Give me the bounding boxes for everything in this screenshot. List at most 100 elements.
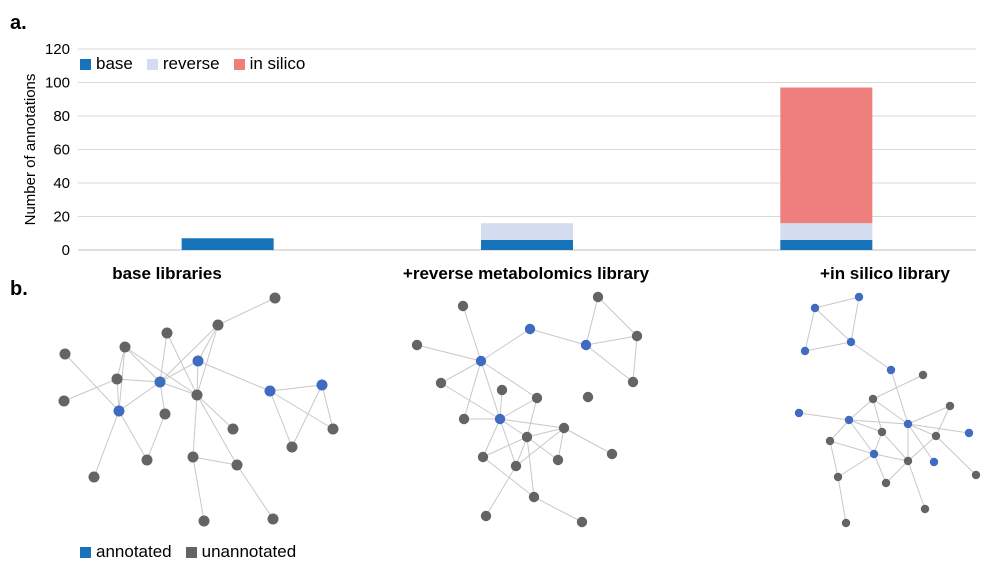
network-edge bbox=[935, 435, 977, 476]
network-edge bbox=[159, 360, 199, 383]
network-edge bbox=[907, 423, 935, 463]
network-edge bbox=[482, 436, 528, 458]
category-label-reverse: +reverse metabolomics library bbox=[402, 264, 650, 283]
legend-label-base: base bbox=[96, 54, 133, 73]
category-label-in-silico: +in silico library bbox=[820, 264, 950, 283]
unannotated-node bbox=[841, 518, 851, 528]
annotated-node bbox=[903, 419, 913, 429]
annotated-node bbox=[929, 457, 939, 467]
network-edge bbox=[159, 324, 219, 383]
unannotated-node bbox=[531, 392, 543, 404]
unannotated-node bbox=[592, 291, 604, 303]
annotated-node bbox=[846, 337, 856, 347]
unannotated-node bbox=[833, 472, 843, 482]
network-edge bbox=[269, 390, 293, 448]
unannotated-node bbox=[881, 478, 891, 488]
y-tick-label: 60 bbox=[53, 142, 70, 159]
unannotated-node bbox=[825, 436, 835, 446]
y-tick-label: 20 bbox=[53, 209, 70, 226]
network-edge bbox=[416, 344, 482, 362]
annotated-node bbox=[475, 355, 487, 367]
unannotated-node bbox=[119, 341, 131, 353]
network-edge bbox=[499, 418, 517, 467]
unannotated-node bbox=[558, 422, 570, 434]
unannotated-node bbox=[435, 377, 447, 389]
network-edge bbox=[197, 360, 271, 392]
bar-base-1 bbox=[481, 239, 573, 250]
network-edge bbox=[463, 360, 482, 420]
network-edge bbox=[814, 296, 860, 309]
network-edge bbox=[482, 418, 501, 458]
unannotated-node bbox=[480, 510, 492, 522]
legend-swatch-in-silico bbox=[233, 58, 245, 70]
network-edge bbox=[196, 394, 238, 466]
network-edge bbox=[585, 296, 599, 346]
network-edge bbox=[890, 369, 909, 425]
network-edge bbox=[907, 423, 970, 434]
unannotated-node bbox=[269, 292, 281, 304]
unannotated-node bbox=[88, 471, 100, 483]
network-edge bbox=[848, 398, 874, 421]
unannotated-node bbox=[159, 408, 171, 420]
network-edge bbox=[585, 344, 634, 383]
legend-label-reverse: reverse bbox=[162, 54, 220, 73]
network-edge bbox=[848, 419, 909, 425]
network-edge bbox=[829, 419, 850, 442]
network-edge bbox=[829, 440, 875, 455]
annotated-node bbox=[810, 303, 820, 313]
network-edge bbox=[632, 335, 638, 383]
unannotated-node bbox=[528, 491, 540, 503]
unannotated-node bbox=[920, 504, 930, 514]
unannotated-node bbox=[227, 423, 239, 435]
chart-legend: base reverse in silico bbox=[80, 54, 313, 74]
network-edge bbox=[557, 427, 565, 461]
annotated-node bbox=[844, 415, 854, 425]
network-edge bbox=[526, 397, 538, 438]
network-edge bbox=[814, 307, 852, 343]
network-edge bbox=[440, 382, 501, 420]
network-edge bbox=[269, 390, 334, 430]
annotated-node bbox=[113, 405, 125, 417]
bar-base-0 bbox=[181, 238, 274, 250]
unannotated-node bbox=[477, 451, 489, 463]
network-edge bbox=[118, 410, 148, 461]
unannotated-node bbox=[212, 319, 224, 331]
annotated-node bbox=[264, 385, 276, 397]
network-edge bbox=[837, 476, 847, 524]
legend-swatch-base bbox=[80, 58, 91, 70]
network-edge bbox=[850, 341, 892, 371]
annotated-node bbox=[854, 292, 864, 302]
legend-swatch-annotated bbox=[80, 546, 91, 558]
annotated-node bbox=[494, 413, 506, 425]
network-edge bbox=[124, 346, 198, 396]
network-edge bbox=[124, 346, 161, 383]
network-edge bbox=[850, 296, 860, 343]
y-axis-label: Number of annotations bbox=[22, 74, 39, 226]
network-edge bbox=[529, 328, 587, 346]
network-edge bbox=[873, 453, 909, 462]
legend-swatch-unannotated bbox=[185, 546, 197, 558]
network-edge bbox=[848, 419, 883, 433]
network-edge bbox=[480, 360, 538, 399]
network-edge bbox=[196, 394, 234, 430]
network-edge bbox=[159, 381, 198, 396]
network-edge bbox=[533, 496, 583, 523]
network-edge bbox=[196, 324, 219, 396]
unannotated-node bbox=[631, 330, 643, 342]
unannotated-node bbox=[286, 441, 298, 453]
network-edge bbox=[197, 324, 219, 362]
network-edge bbox=[907, 405, 951, 425]
network-edge bbox=[192, 394, 198, 458]
unannotated-node bbox=[161, 327, 173, 339]
annotated-node bbox=[154, 376, 166, 388]
network-edge bbox=[166, 332, 198, 396]
network-edge bbox=[192, 456, 205, 522]
unannotated-node bbox=[231, 459, 243, 471]
network-edge bbox=[848, 419, 875, 455]
bar-reverse-2 bbox=[780, 223, 873, 240]
unannotated-node bbox=[903, 456, 913, 466]
network-edge bbox=[462, 305, 482, 362]
network-edge bbox=[872, 398, 883, 433]
network-edge bbox=[597, 296, 638, 337]
